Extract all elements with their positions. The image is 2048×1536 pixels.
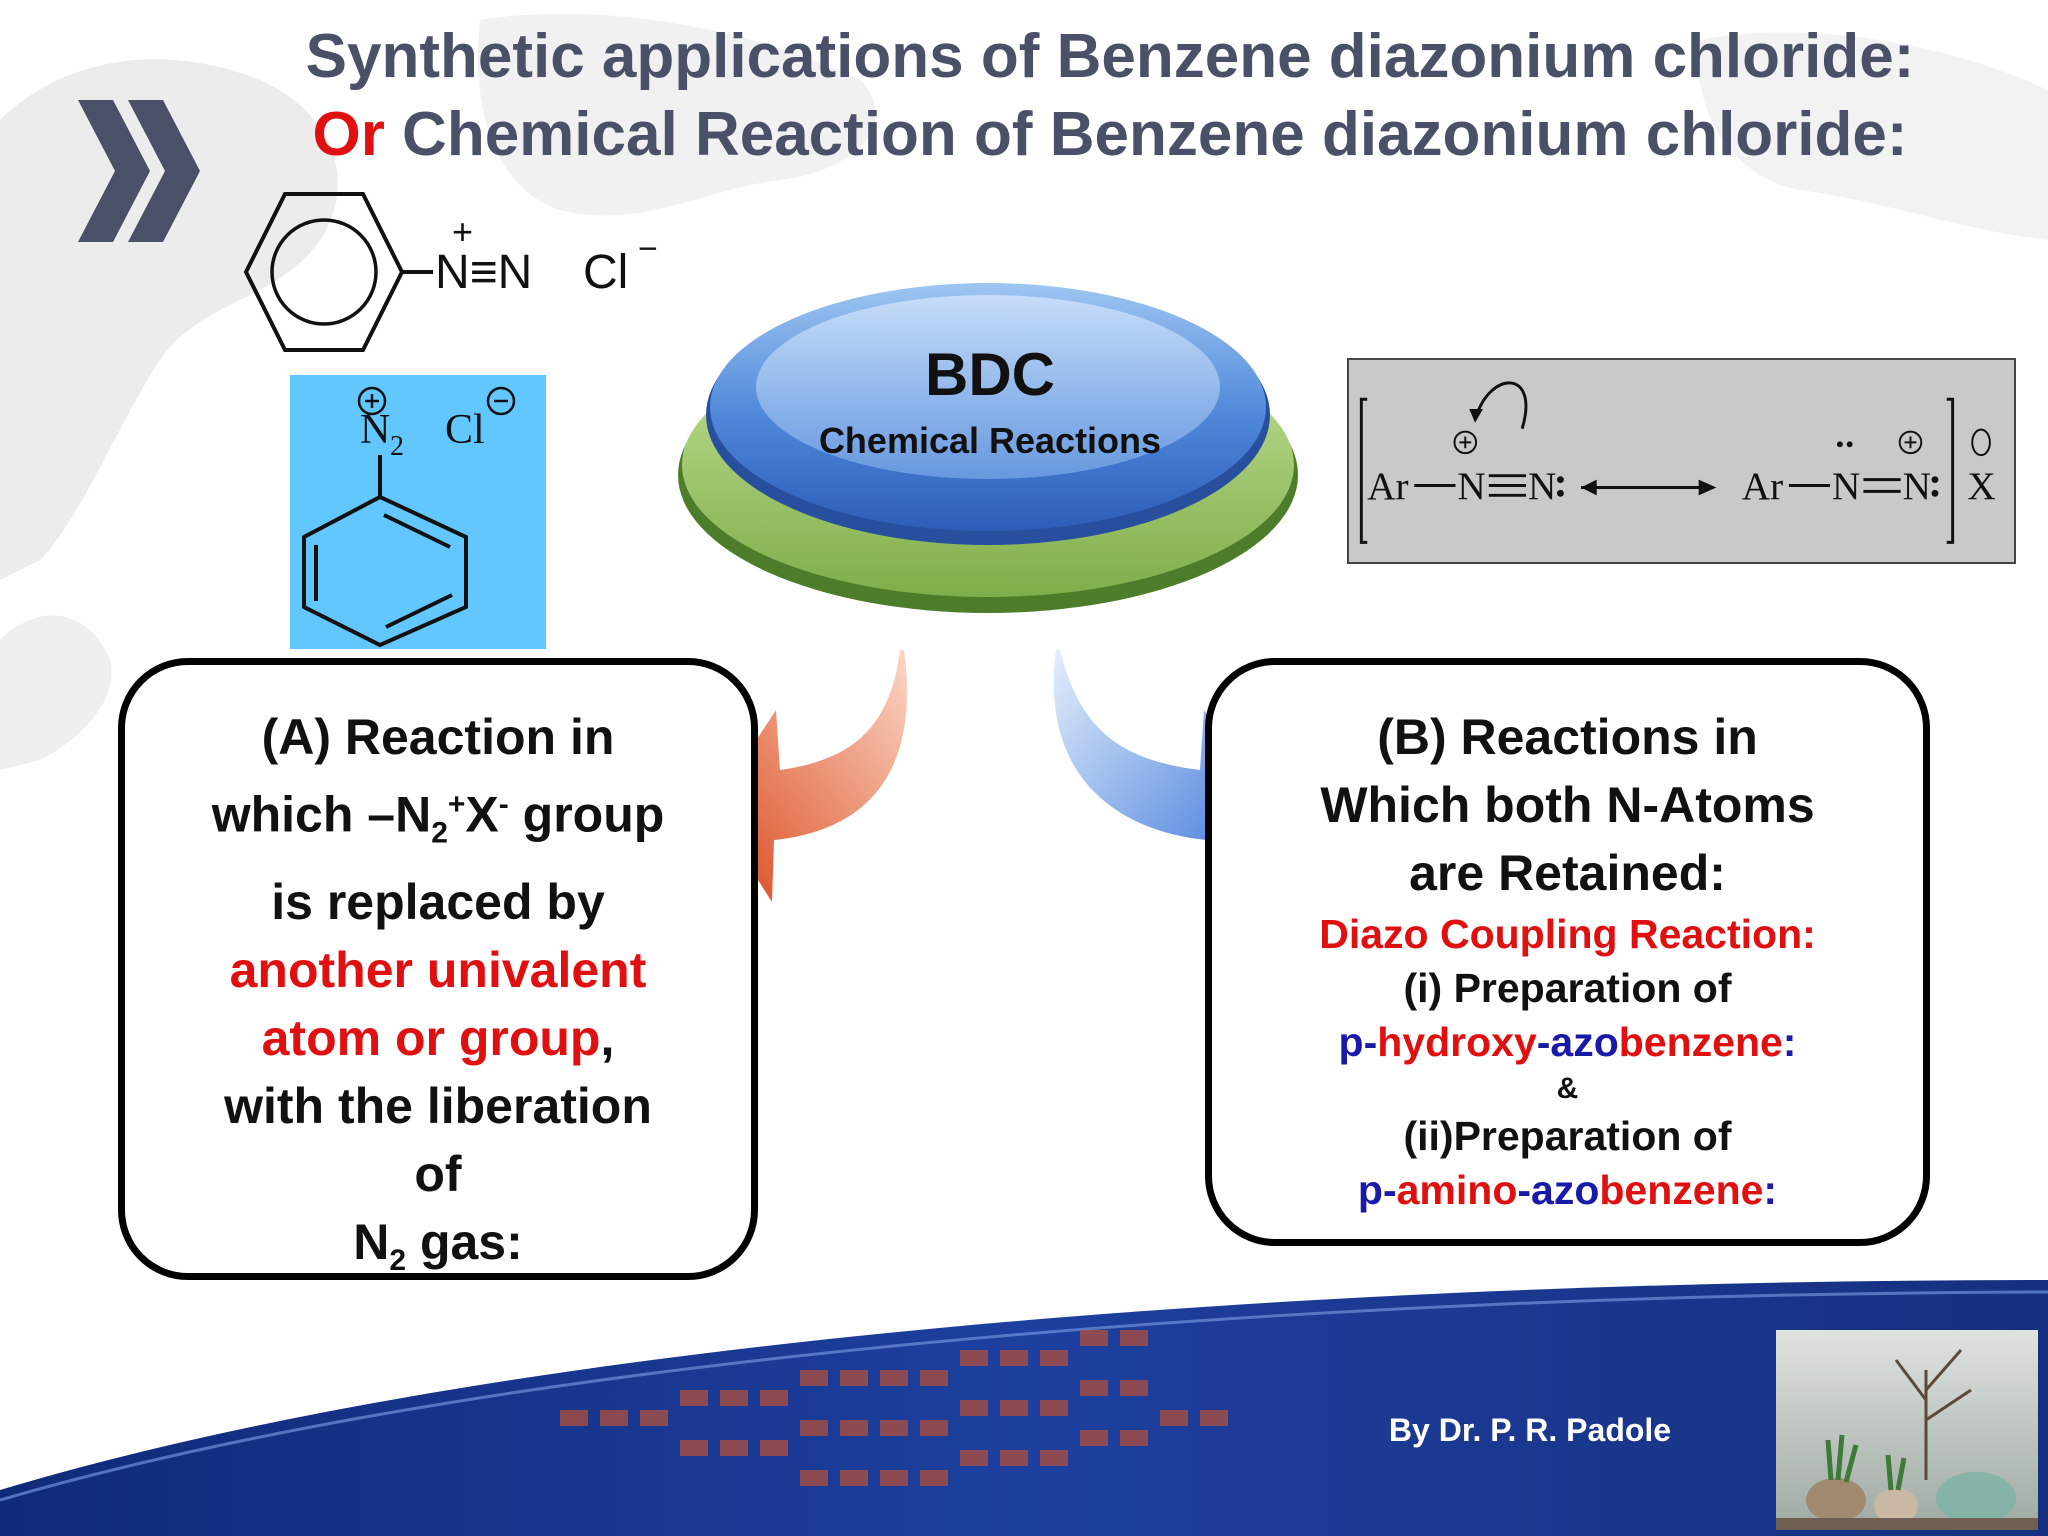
reaction-box-a: (A) Reaction in which –N2+X- group is re… xyxy=(118,658,758,1280)
box-b-line6: p-hydroxy-azobenzene: xyxy=(1338,1019,1797,1065)
box-a-line1: (A) Reaction in xyxy=(261,709,615,765)
benzenediazonium-structure: N≡N + Cl − xyxy=(243,192,658,352)
branch-arrows xyxy=(712,650,1268,902)
n2-subscript: 2 xyxy=(390,431,404,462)
footer-band xyxy=(0,1280,2048,1536)
resonance-structure-panel: Ar N N Ar N N X xyxy=(1347,358,2016,564)
box-b-line1: (B) Reactions in xyxy=(1377,709,1758,765)
chloride-label: Cl xyxy=(583,246,628,299)
box-b-line7: & xyxy=(1556,1072,1579,1105)
left-n2: N xyxy=(1528,465,1556,508)
left-n1: N xyxy=(1457,465,1485,508)
slide-title-line2: Or Chemical Reaction of Benzene diazoniu… xyxy=(200,100,2020,170)
box-a-line2: which –N2+X- group xyxy=(211,786,665,850)
slide-title-line1: Synthetic applications of Benzene diazon… xyxy=(305,22,1915,91)
hub-subtitle: Chemical Reactions xyxy=(818,420,1162,461)
anion-x: X xyxy=(1967,465,1995,508)
box-a-line3: is replaced by xyxy=(271,873,605,930)
plant-photo xyxy=(1776,1330,2038,1530)
double-chevron-icon xyxy=(78,100,200,242)
right-n2: N xyxy=(1903,465,1931,508)
title-or-word: Or xyxy=(312,100,385,169)
box-a-line4: another univalent xyxy=(229,941,647,998)
box-a-line5: atom or group, xyxy=(261,1009,615,1066)
box-b-line3: are Retained: xyxy=(1409,845,1726,901)
box-a-line8: N2 gas: xyxy=(353,1213,523,1277)
title-line2-text: Chemical Reaction of Benzene diazonium c… xyxy=(384,100,1908,169)
box-a-line7: of xyxy=(414,1145,462,1202)
box-b-line4: Diazo Coupling Reaction: xyxy=(1319,911,1816,957)
plus-charge: + xyxy=(452,211,473,252)
cl-label: Cl xyxy=(445,407,485,453)
blue-structure-box: N 2 Cl xyxy=(290,375,546,649)
diazonium-formula: N≡N xyxy=(435,246,532,299)
bdc-hub-disc xyxy=(678,283,1298,613)
reaction-box-b: (B) Reactions in Which both N-Atoms are … xyxy=(1205,658,1930,1246)
right-ar: Ar xyxy=(1742,465,1783,508)
hub-title: BDC xyxy=(925,341,1055,408)
box-b-line8: (ii)Preparation of xyxy=(1403,1113,1732,1159)
author-byline: By Dr. P. R. Padole xyxy=(1388,1412,1672,1448)
box-b-line5: (i) Preparation of xyxy=(1403,965,1732,1011)
left-ar: Ar xyxy=(1367,465,1408,508)
minus-charge: − xyxy=(638,230,658,268)
box-b-line9: p-amino-azobenzene: xyxy=(1357,1167,1778,1213)
n2-label: N xyxy=(360,407,390,453)
box-b-line2: Which both N-Atoms xyxy=(1320,777,1815,833)
box-a-line6: with the liberation xyxy=(224,1077,652,1134)
right-n1: N xyxy=(1832,465,1860,508)
